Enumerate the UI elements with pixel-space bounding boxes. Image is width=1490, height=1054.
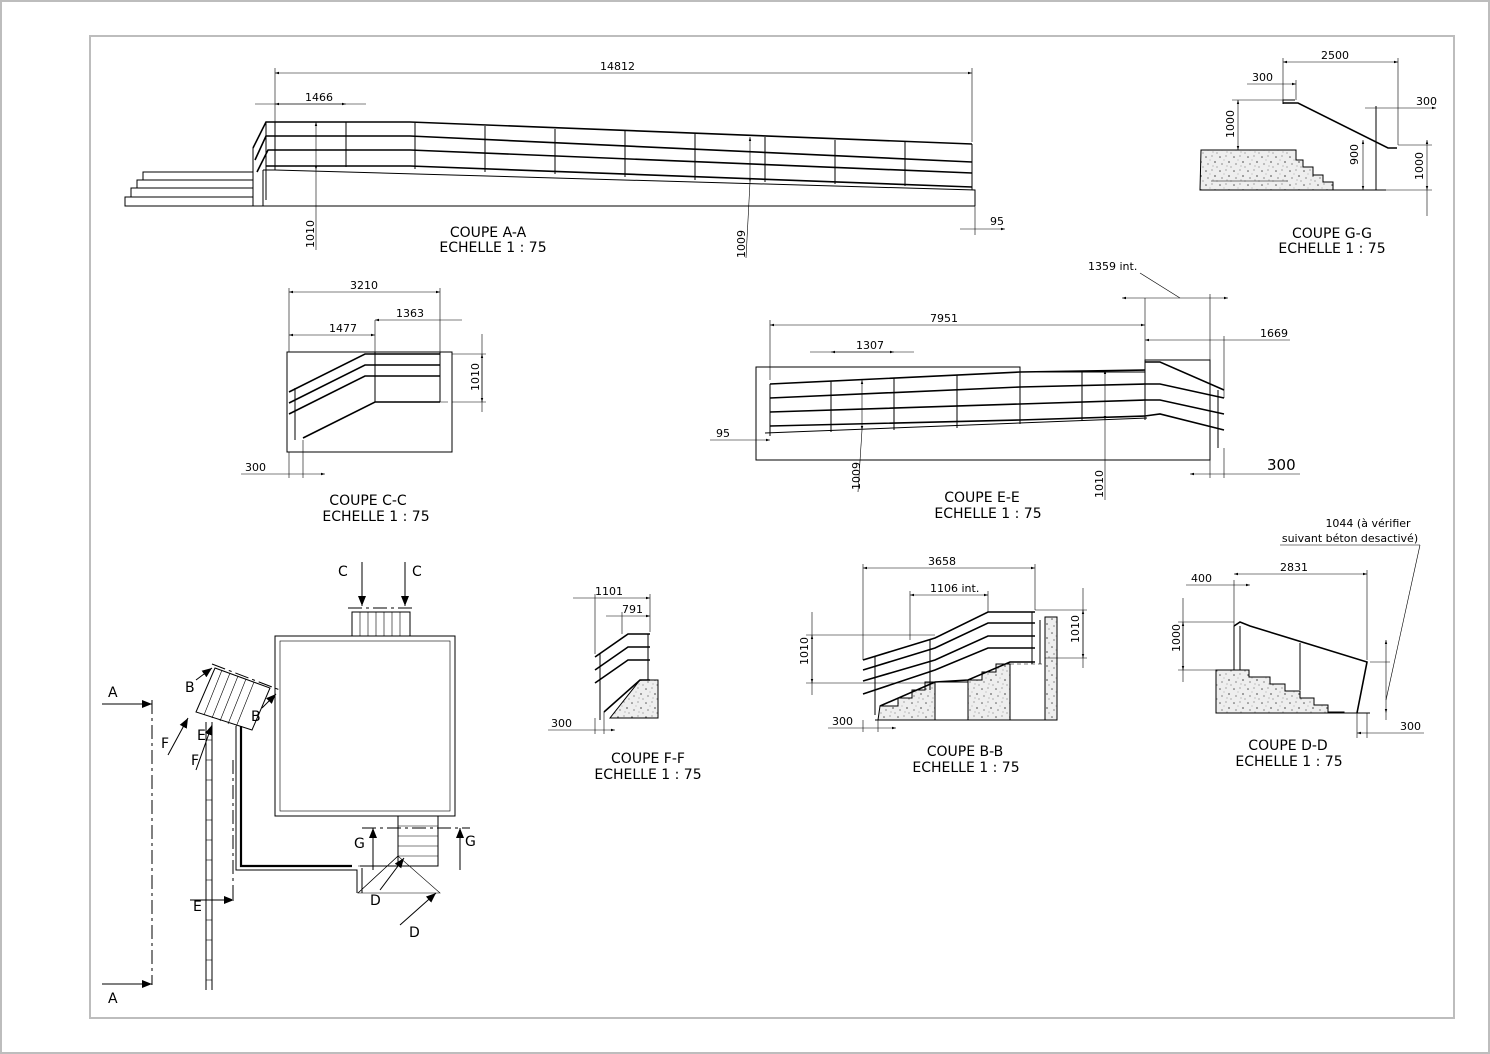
aa-dim-h-mid: 1009	[735, 230, 748, 258]
plan-label-g-right: G	[465, 834, 476, 850]
ee-dim-width: 7951	[930, 312, 958, 325]
ff-dim-inner: 791	[622, 603, 643, 616]
section-aa: 14812 1466 1010 1009 95 COUPE A-A ECHELL…	[124, 60, 1005, 259]
gg-dim-top-right: 300	[1416, 95, 1437, 108]
bb-dim-bottom: 300	[832, 715, 853, 728]
ff-dim-width: 1101	[595, 585, 623, 598]
gg-dim-h-rail: 900	[1348, 144, 1361, 165]
dd-dim-left: 400	[1191, 572, 1212, 585]
dd-dim-height: 1000	[1170, 624, 1183, 652]
bb-scale: ECHELLE 1 : 75	[912, 760, 1019, 776]
ee-dim-offset: 95	[716, 427, 730, 440]
dd-title: COUPE D-D	[1248, 738, 1327, 754]
gg-dim-top-left: 300	[1252, 71, 1273, 84]
aa-dim-offset: 95	[990, 215, 1004, 228]
cc-scale: ECHELLE 1 : 75	[322, 509, 429, 525]
gg-dim-h-right: 1000	[1413, 152, 1426, 180]
gg-dim-width: 2500	[1321, 49, 1349, 62]
section-ee: 7951 1359 int. 1669 1307 95 1009 1010 30…	[710, 260, 1300, 522]
bb-dim-h-right: 1010	[1069, 615, 1082, 643]
plan-label-f-right: F	[191, 753, 199, 769]
cc-dim-right: 1363	[396, 307, 424, 320]
plan-label-c-right: C	[412, 564, 422, 580]
bb-dim-int: 1106 int.	[930, 582, 979, 595]
plan-label-e-top: E	[197, 728, 206, 744]
plan-label-e-bottom: E	[193, 899, 202, 915]
ee-dim-h-mid: 1009	[850, 462, 863, 490]
inner-frame	[89, 35, 1455, 1019]
plan-label-g-left: G	[354, 836, 365, 852]
aa-dim-h-left: 1010	[304, 220, 317, 248]
plan-label-a-bottom: A	[108, 991, 118, 1007]
aa-title: COUPE A-A	[450, 225, 527, 241]
dd-scale: ECHELLE 1 : 75	[1235, 754, 1342, 770]
section-dd: 400 2831 1000 1044 (à vérifier suivant b…	[1170, 517, 1424, 770]
ee-dim-bottom-right: 300	[1267, 456, 1296, 474]
bb-dim-width: 3658	[928, 555, 956, 568]
ff-scale: ECHELLE 1 : 75	[594, 767, 701, 783]
plan-label-b-left: B	[185, 680, 195, 696]
dd-note-line1: 1044 (à vérifier	[1325, 517, 1411, 530]
ee-dim-h-right: 1010	[1093, 470, 1106, 498]
dd-dim-bottom: 300	[1400, 720, 1421, 733]
gg-dim-h-left: 1000	[1224, 110, 1237, 138]
ee-title: COUPE E-E	[944, 490, 1020, 506]
cc-title: COUPE C-C	[329, 493, 407, 509]
section-gg: 2500 300 300 1000 900 1000 COUPE G-G ECH…	[1199, 49, 1437, 257]
ee-dim-right: 1669	[1260, 327, 1288, 340]
section-bb: 3658 1106 int. 1010 1010 300 COUPE B-B E…	[798, 555, 1087, 776]
bb-title: COUPE B-B	[927, 744, 1004, 760]
aa-dim-total: 14812	[600, 60, 635, 73]
bb-dim-h-left: 1010	[798, 637, 811, 665]
plan-label-f-left: F	[161, 736, 169, 752]
dd-note-line2: suivant béton desactivé)	[1282, 532, 1418, 545]
plan-label-b-right: B	[251, 709, 261, 725]
section-ff: 1101 791 300 COUPE F-F ECHELLE 1 : 75	[548, 585, 702, 783]
ee-scale: ECHELLE 1 : 75	[934, 506, 1041, 522]
ee-dim-span: 1307	[856, 339, 884, 352]
cc-dim-width: 3210	[350, 279, 378, 292]
aa-scale: ECHELLE 1 : 75	[439, 240, 546, 256]
ee-dim-int: 1359 int.	[1088, 260, 1137, 273]
aa-dim-start: 1466	[305, 91, 333, 104]
plan-label-c-left: C	[338, 564, 348, 580]
ff-title: COUPE F-F	[611, 751, 685, 767]
dd-dim-width: 2831	[1280, 561, 1308, 574]
cc-dim-left: 1477	[329, 322, 357, 335]
gg-scale: ECHELLE 1 : 75	[1278, 241, 1385, 257]
cc-dim-bottom: 300	[245, 461, 266, 474]
plan-label-d-bottom: D	[409, 925, 420, 941]
section-cc: 3210 1477 1363 1010 300 COUPE C-C ECHELL…	[241, 279, 486, 525]
ff-dim-bottom: 300	[551, 717, 572, 730]
plan-label-a-top: A	[108, 685, 118, 701]
cc-dim-height: 1010	[469, 363, 482, 391]
plan-view: A A B B C C F F E E G G D D	[102, 562, 476, 1007]
plan-label-d-top: D	[370, 893, 381, 909]
gg-title: COUPE G-G	[1292, 226, 1372, 242]
